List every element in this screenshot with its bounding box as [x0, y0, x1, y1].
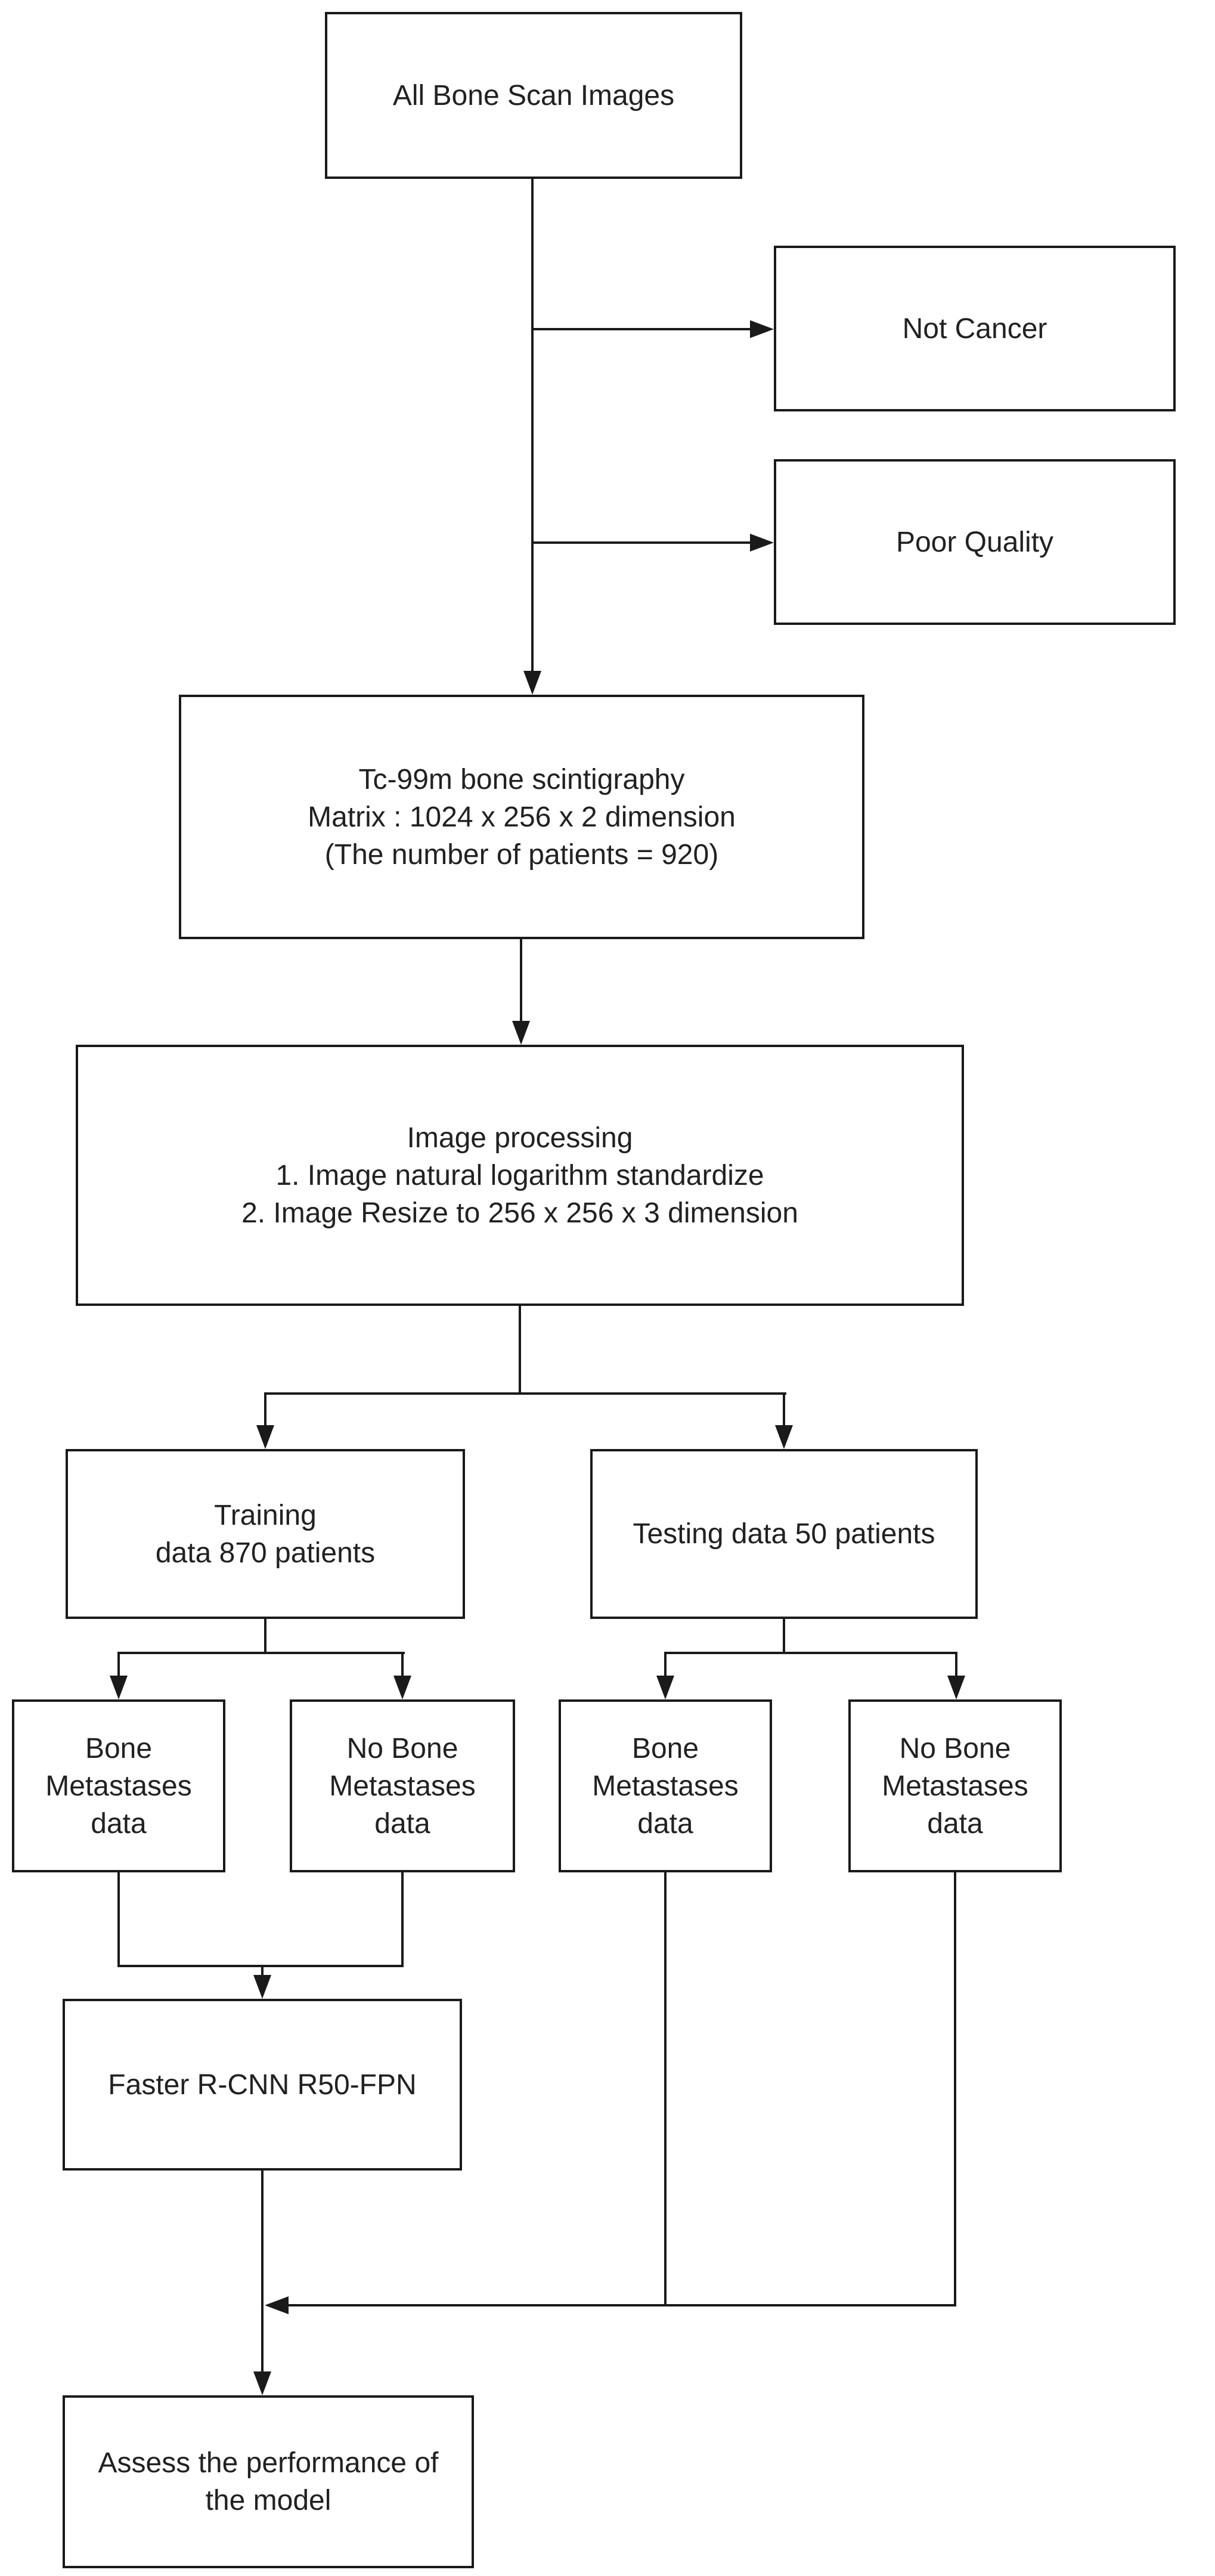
- node-test-no-bone-metastases-label: No Bone Metastases data: [882, 1732, 1028, 1840]
- node-test-bone-metastases: Bone Metastases data: [559, 1699, 772, 1872]
- connector-allimages-to-scintigraphy: [531, 179, 534, 672]
- arrowhead-into-scintigraphy: [523, 671, 541, 695]
- connector-scintigraphy-to-processing: [520, 939, 522, 1022]
- connector-to-not-cancer: [531, 328, 750, 330]
- node-poor-quality: Poor Quality: [774, 459, 1176, 625]
- node-not-cancer-label: Not Cancer: [902, 312, 1047, 345]
- connector-test-merge-bar: [287, 2304, 956, 2306]
- connector-to-train-bone-met: [117, 1652, 120, 1677]
- connector-faster-rcnn-to-assess: [261, 2171, 264, 2371]
- node-all-bone-scan-images: All Bone Scan Images: [325, 12, 742, 179]
- node-test-no-bone-metastases: No Bone Metastases data: [848, 1699, 1062, 1872]
- connector-testing-to-subsplit: [783, 1619, 785, 1654]
- connector-merge-to-faster-rcnn: [261, 1965, 264, 1976]
- node-assess-performance-label: Assess the performance of the model: [98, 2447, 439, 2516]
- node-train-no-bone-metastases-label: No Bone Metastases data: [329, 1732, 476, 1840]
- arrowhead-into-train-bone-met: [110, 1676, 128, 1699]
- arrowhead-into-assess: [253, 2371, 271, 2395]
- connector-test-no-bone-met-down: [954, 1872, 956, 2306]
- node-test-bone-metastases-label: Bone Metastases data: [592, 1732, 739, 1840]
- arrowhead-into-processing: [512, 1021, 530, 1045]
- connector-testing-subsplit-bar: [664, 1652, 957, 1654]
- arrowhead-into-test-bone-met: [656, 1676, 674, 1699]
- arrowhead-into-test-no-bone-met: [947, 1676, 965, 1699]
- node-scintigraphy-label: Tc-99m bone scintigraphy Matrix : 1024 x…: [308, 763, 736, 871]
- arrowhead-into-training: [256, 1425, 274, 1449]
- arrowhead-into-not-cancer: [750, 320, 774, 338]
- arrowhead-into-train-no-bone-met: [393, 1676, 411, 1699]
- node-train-no-bone-metastases: No Bone Metastases data: [290, 1699, 515, 1872]
- connector-to-test-bone-met: [664, 1652, 667, 1677]
- connector-split-to-training: [264, 1392, 266, 1426]
- node-training-data-label: Training data 870 patients: [155, 1499, 376, 1569]
- node-train-bone-metastases-label: Bone Metastases data: [45, 1732, 192, 1840]
- connector-processing-to-split: [519, 1306, 521, 1395]
- connector-split-bar: [264, 1392, 786, 1395]
- node-testing-data: Testing data 50 patients: [590, 1449, 978, 1619]
- connector-train-merge-bar: [117, 1965, 404, 1967]
- connector-split-to-testing: [783, 1392, 785, 1426]
- connector-train-bone-met-to-merge: [117, 1872, 120, 1967]
- node-assess-performance: Assess the performance of the model: [63, 2395, 474, 2568]
- node-image-processing: Image processing 1. Image natural logari…: [76, 1045, 964, 1306]
- node-not-cancer: Not Cancer: [774, 246, 1176, 411]
- node-scintigraphy: Tc-99m bone scintigraphy Matrix : 1024 x…: [179, 695, 864, 939]
- node-image-processing-label: Image processing 1. Image natural logari…: [241, 1122, 798, 1229]
- node-poor-quality-label: Poor Quality: [895, 526, 1054, 558]
- node-testing-data-label: Testing data 50 patients: [633, 1518, 935, 1550]
- arrowhead-into-testing: [775, 1425, 793, 1449]
- connector-to-poor-quality: [531, 541, 750, 544]
- connector-test-bone-met-down: [664, 1872, 667, 2306]
- arrowhead-test-merge-left: [265, 2296, 289, 2314]
- connector-to-test-no-bone-met: [955, 1652, 957, 1677]
- node-all-bone-scan-images-label: All Bone Scan Images: [392, 79, 675, 112]
- connector-training-to-subsplit: [264, 1619, 266, 1654]
- node-training-data: Training data 870 patients: [66, 1449, 465, 1619]
- node-faster-rcnn: Faster R-CNN R50-FPN: [63, 1999, 462, 2171]
- arrowhead-into-poor-quality: [750, 534, 774, 552]
- connector-train-no-bone-met-to-merge: [401, 1872, 404, 1967]
- node-train-bone-metastases: Bone Metastases data: [12, 1699, 225, 1872]
- node-faster-rcnn-label: Faster R-CNN R50-FPN: [108, 2069, 417, 2101]
- arrowhead-into-faster-rcnn: [253, 1975, 271, 1999]
- connector-training-subsplit-bar: [117, 1652, 405, 1654]
- connector-to-train-no-bone-met: [401, 1652, 404, 1677]
